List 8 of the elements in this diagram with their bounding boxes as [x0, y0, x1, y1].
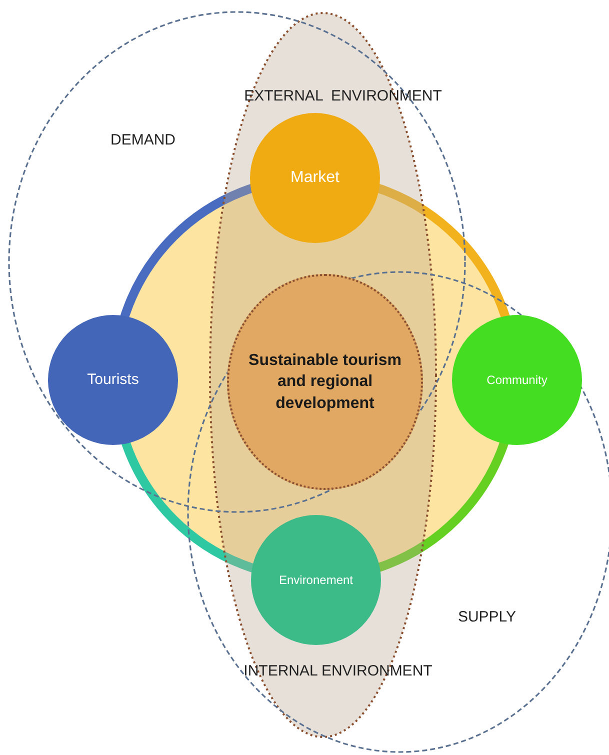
region-label: SUPPLY [458, 608, 516, 626]
region-label: DEMAND [110, 132, 176, 148]
node-label: Community [486, 372, 548, 388]
region-label: INTERNAL ENVIRONMENT [244, 662, 432, 680]
node-label: Market [290, 168, 340, 188]
node-label: Sustainable tourism and regional development [248, 350, 402, 414]
node-label: Environement [278, 572, 354, 588]
node-label: Tourists [87, 370, 139, 390]
